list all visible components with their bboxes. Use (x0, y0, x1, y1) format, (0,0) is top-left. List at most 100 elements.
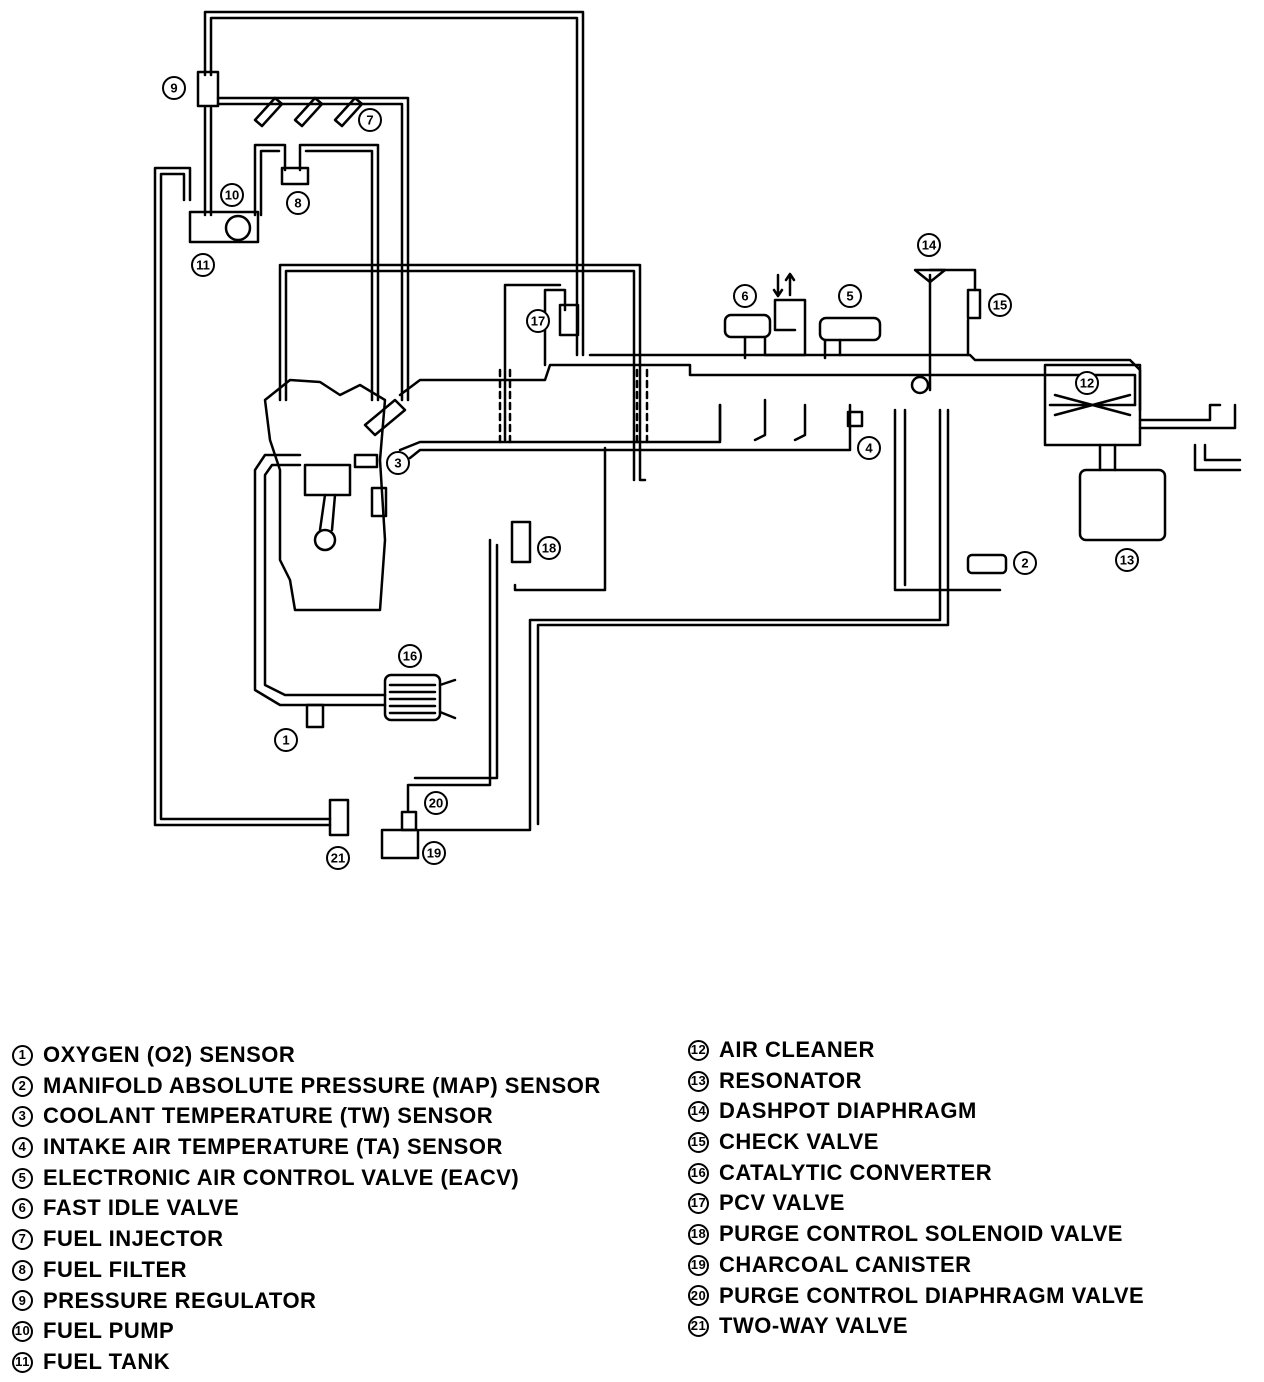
callout-12: 12 (1075, 371, 1099, 395)
callout-9: 9 (162, 76, 186, 100)
legend-number: 12 (688, 1039, 709, 1061)
crank-pin (313, 528, 337, 552)
injector-2 (293, 96, 324, 128)
injector-3 (333, 96, 364, 128)
air-inlet (1138, 403, 1237, 430)
intake-duct-top2 (588, 353, 1142, 412)
legend-label: FUEL PUMP (43, 1318, 175, 1344)
callout-4: 4 (857, 436, 881, 460)
legend-label: FUEL TANK (43, 1348, 171, 1374)
legend-label: ELECTRONIC AIR CONTROL VALVE (EACV) (43, 1164, 520, 1190)
svg-text:19: 19 (427, 846, 441, 861)
legend-item: 3 COOLANT TEMPERATURE (TW) SENSOR (12, 1101, 601, 1132)
legend-number: 9 (12, 1290, 33, 1312)
exhaust-tail (438, 678, 457, 720)
fuel-pump (224, 214, 252, 242)
dashpot-diaphragm (913, 268, 947, 284)
air-arrows (772, 272, 796, 298)
legend-item: 5 ELECTRONIC AIR CONTROL VALVE (EACV) (12, 1163, 601, 1194)
callout-7: 7 (358, 108, 382, 132)
fuel-tank-feed-line-inner (159, 172, 332, 821)
legend-number: 13 (688, 1070, 709, 1092)
svg-text:7: 7 (366, 113, 373, 128)
map-line (418, 408, 1002, 832)
purge-line (406, 538, 499, 812)
fuel-return-line-inner (209, 16, 579, 357)
callout-6: 6 (733, 284, 757, 308)
legend-item: 4 INTAKE AIR TEMPERATURE (TA) SENSOR (12, 1132, 601, 1163)
legend-number: 8 (12, 1259, 33, 1281)
legend-number: 19 (688, 1254, 709, 1276)
legend-label: FAST IDLE VALVE (43, 1195, 240, 1221)
filter-line-inner (259, 149, 374, 402)
purge-diaphragm (400, 810, 418, 832)
legend-number: 14 (688, 1101, 709, 1123)
legend-number: 20 (688, 1285, 709, 1307)
legend-label: MANIFOLD ABSOLUTE PRESSURE (MAP) SENSOR (43, 1072, 601, 1098)
dashpot-line (928, 268, 977, 392)
legend-number: 1 (12, 1044, 33, 1066)
legend-label: FUEL FILTER (43, 1256, 188, 1282)
svg-text:18: 18 (542, 541, 556, 556)
resonator-neck (1098, 443, 1117, 472)
callout-20: 20 (424, 791, 448, 815)
legend-label: DASHPOT DIAPHRAGM (719, 1098, 977, 1124)
cat-fins (388, 683, 437, 715)
legend-number: 17 (688, 1193, 709, 1215)
legend-number: 4 (12, 1136, 33, 1158)
fuel-return-line (203, 10, 585, 357)
svg-text:14: 14 (922, 238, 937, 253)
engine-vacuum-fuel-diagram: 1 2 3 4 5 6 7 8 9 10 11 12 13 14 15 16 1… (153, 10, 1242, 870)
fuel-tank (188, 210, 260, 244)
fuel-rail-inner (216, 102, 404, 402)
intake-upper-line-inner (284, 269, 636, 482)
svg-text:17: 17 (531, 314, 545, 329)
svg-text:6: 6 (741, 289, 748, 304)
legend-item: 6 FAST IDLE VALVE (12, 1193, 601, 1224)
pcv-line (503, 283, 567, 442)
map-line-inner (536, 408, 950, 826)
callout-17: 17 (526, 309, 550, 333)
connecting-rod (318, 493, 337, 532)
air-cleaner-element (1048, 393, 1137, 417)
legend-number: 18 (688, 1223, 709, 1245)
legend-label: CATALYTIC CONVERTER (719, 1159, 993, 1185)
legend-number: 3 (12, 1106, 33, 1128)
purge-solenoid-line (513, 446, 607, 592)
svg-text:10: 10 (225, 188, 239, 203)
legend-number: 21 (688, 1316, 709, 1338)
duct-dashed (498, 368, 649, 447)
fuel-rail (216, 96, 410, 402)
regulator-line (203, 106, 213, 217)
legend-label: COOLANT TEMPERATURE (TW) SENSOR (43, 1103, 494, 1129)
callout-18: 18 (537, 536, 561, 560)
callout-10: 10 (220, 183, 244, 207)
manifold-runners (718, 398, 807, 442)
legend-number: 6 (12, 1198, 33, 1220)
svg-text:15: 15 (993, 298, 1007, 313)
svg-text:5: 5 (846, 289, 853, 304)
callout-11: 11 (191, 253, 215, 277)
callout-13: 13 (1115, 548, 1139, 572)
svg-text:12: 12 (1080, 376, 1094, 391)
legend-label: PURGE CONTROL DIAPHRAGM VALVE (719, 1282, 1145, 1308)
intake-duct-bottom2 (408, 403, 852, 460)
thermostat (370, 486, 388, 518)
legend-label: INTAKE AIR TEMPERATURE (TA) SENSOR (43, 1134, 503, 1160)
legend-label: FUEL INJECTOR (43, 1226, 224, 1252)
charcoal-canister (380, 828, 420, 860)
legend-number: 5 (12, 1167, 33, 1189)
svg-text:13: 13 (1120, 553, 1134, 568)
callout-8: 8 (286, 191, 310, 215)
svg-text:2: 2 (1021, 556, 1028, 571)
